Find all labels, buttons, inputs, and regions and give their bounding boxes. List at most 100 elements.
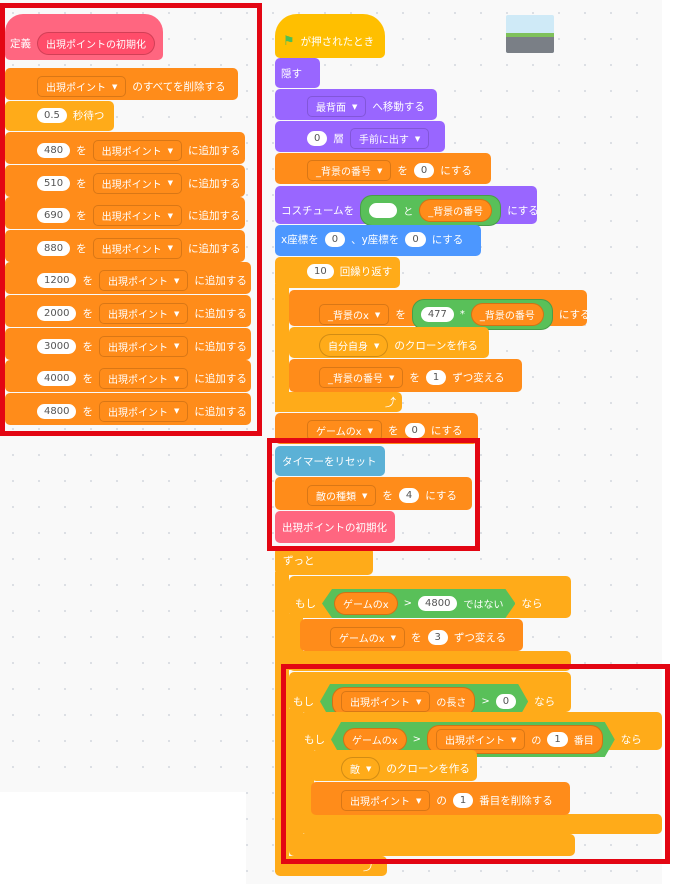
length-compare-value[interactable]: 0	[496, 694, 516, 709]
y-value[interactable]: 0	[405, 232, 426, 247]
set-enemy-type-block[interactable]: 敵の種類▼ を 4 にする	[275, 477, 472, 510]
bg-number-reporter-2[interactable]: _背景の番号	[470, 303, 544, 326]
add-list-dropdown[interactable]: 出現ポイント▼	[98, 270, 189, 292]
layer-direction-dropdown[interactable]: 手前に出す▼	[349, 128, 430, 149]
highlight-box-define	[0, 3, 262, 436]
not-label: ではない	[463, 600, 504, 611]
change-game-x-block[interactable]: ゲームのx▼ を 3 ずつ変える	[300, 619, 523, 651]
join-reporter[interactable]: と _背景の番号	[360, 195, 502, 226]
add-value[interactable]: 480	[37, 143, 71, 158]
enemy-value[interactable]: 4	[398, 488, 420, 503]
set-costume-block[interactable]: コスチュームを と _背景の番号 にする	[275, 186, 539, 226]
create-clone-block[interactable]: 自分自身▼ のクローンを作る	[289, 327, 489, 358]
game-x-reporter-2[interactable]: ゲームのx	[343, 728, 407, 751]
bg-number-reporter[interactable]: _背景の番号	[419, 199, 493, 222]
game-x-reporter[interactable]: ゲームのx	[334, 592, 398, 615]
add-list-dropdown[interactable]: 出現ポイント▼	[98, 303, 189, 324]
list-length-reporter[interactable]: 出現ポイント▼ の長さ	[332, 687, 475, 716]
set-value[interactable]: 0	[413, 163, 435, 178]
add-value[interactable]: 1200	[37, 273, 77, 289]
add-value[interactable]: 4800	[37, 403, 77, 419]
clone-target-dropdown[interactable]: 自分自身▼	[319, 334, 389, 357]
stage-thumbnail[interactable]	[506, 15, 554, 53]
repeat-block-top[interactable]: 10 回繰り返す	[275, 257, 400, 288]
spawn-list-dropdown[interactable]: 出現ポイント▼	[341, 691, 430, 712]
spawn-list-dropdown-2[interactable]: 出現ポイント▼	[436, 729, 525, 750]
gx-limit-value[interactable]: 4800	[418, 596, 457, 611]
create-enemy-clone-block[interactable]: 敵▼ のクローンを作る	[311, 750, 477, 781]
change-bg-dropdown[interactable]: _背景の番号▼	[319, 367, 404, 388]
delete-item-block[interactable]: 出現ポイント▼ の 1 番目を削除する	[311, 782, 570, 815]
change-bg-number-block[interactable]: _背景の番号▼ を 1 ずつ変える	[289, 359, 522, 392]
if-length-block-top[interactable]: もし 出現ポイント▼ の長さ > 0 なら	[289, 672, 571, 712]
goto-layer-block[interactable]: 最背面▼ へ移動する	[275, 89, 437, 120]
bg-x-dropdown[interactable]: _背景のx▼	[319, 304, 390, 325]
delete-all-block[interactable]: 出現ポイント▼ のすべてを削除する	[5, 68, 238, 100]
layer-dropdown[interactable]: 最背面▼	[307, 96, 367, 117]
add-value[interactable]: 2000	[37, 306, 77, 321]
list-item-reporter[interactable]: 出現ポイント▼ の 1 番目	[427, 725, 603, 754]
set-bg-x-block[interactable]: _背景のx▼ を 477 * _背景の番号 にする	[289, 290, 591, 330]
if-item-block-top[interactable]: もし ゲームのx > 出現ポイント▼ の 1 番目 なら	[300, 712, 662, 750]
multiply-reporter[interactable]: 477 * _背景の番号	[411, 299, 553, 330]
enemy-clone-dropdown[interactable]: 敵▼	[341, 757, 381, 780]
layer-move-block[interactable]: 0 層 手前に出す▼	[275, 121, 445, 152]
add-value[interactable]: 690	[37, 208, 71, 224]
add-label: を	[82, 275, 93, 288]
add-value[interactable]: 880	[37, 240, 71, 256]
hide-block[interactable]: 隠す	[275, 58, 320, 88]
add-list-dropdown[interactable]: 出現ポイント▼	[98, 335, 189, 357]
highlight-box-if	[281, 664, 670, 864]
list-dropdown[interactable]: 出現ポイント▼	[37, 76, 127, 97]
add-list-dropdown[interactable]: 出現ポイント▼	[92, 237, 182, 259]
add-value[interactable]: 510	[37, 175, 71, 191]
change-value[interactable]: 1	[425, 370, 447, 385]
set-gx-value[interactable]: 0	[404, 423, 425, 438]
flag-hat-block[interactable]: ⚑ が押されたとき	[275, 14, 385, 58]
add-list-dropdown[interactable]: 出現ポイント▼	[98, 368, 189, 390]
layer-number[interactable]: 0	[307, 131, 328, 146]
game-x-dropdown[interactable]: ゲームのx▼	[307, 420, 383, 441]
call-init-label: 出現ポイントの初期化	[282, 522, 387, 534]
reset-timer-block[interactable]: タイマーをリセット	[275, 446, 385, 476]
add-list-dropdown[interactable]: 出現ポイント▼	[98, 400, 189, 422]
set-bg-number-block[interactable]: _背景の番号▼ を 0 にする	[275, 153, 491, 184]
bg-number-dropdown[interactable]: _背景の番号▼	[307, 160, 392, 181]
wait-block[interactable]: 0.5 秒待つ	[5, 101, 114, 131]
item-index[interactable]: 1	[547, 732, 567, 747]
enemy-clone-label: のクローンを作る	[386, 763, 470, 775]
if-not-block-top[interactable]: もし ゲームのx > 4800 ではない なら	[289, 576, 571, 618]
repeat-count[interactable]: 10	[307, 264, 334, 279]
add-list-dropdown[interactable]: 出現ポイント▼	[92, 205, 182, 227]
forever-block-top[interactable]: ずっと	[275, 547, 373, 575]
change-gx-dropdown[interactable]: ゲームのx▼	[330, 627, 406, 648]
of-label: の	[531, 736, 542, 747]
define-hat-block[interactable]: 定義 出現ポイントの初期化	[5, 14, 163, 60]
add-list-dropdown[interactable]: 出現ポイント▼	[92, 172, 182, 194]
x-value[interactable]: 0	[324, 232, 346, 247]
wait-value[interactable]: 0.5	[37, 108, 67, 123]
gt-item-operator[interactable]: ゲームのx > 出現ポイント▼ の 1 番目	[331, 722, 615, 757]
change-gx-value[interactable]: 3	[427, 630, 448, 645]
not-operator[interactable]: ゲームのx > 4800 ではない	[322, 589, 515, 618]
goto-xy-block[interactable]: x座標を 0 、y座標を 0 にする	[275, 225, 481, 256]
join-empty-input[interactable]	[369, 203, 398, 218]
delete-index[interactable]: 1	[452, 793, 474, 808]
call-init-block[interactable]: 出現ポイントの初期化	[275, 511, 395, 543]
delete-list-dropdown[interactable]: 出現ポイント▼	[341, 790, 431, 811]
repeat-label: 回繰り返す	[339, 266, 393, 278]
add-list-dropdown[interactable]: 出現ポイント▼	[92, 140, 182, 161]
add-value[interactable]: 4000	[37, 371, 77, 387]
add-value[interactable]: 3000	[37, 338, 77, 354]
enemy-type-dropdown[interactable]: 敵の種類▼	[307, 485, 377, 506]
multiply-value[interactable]: 477	[420, 307, 454, 322]
